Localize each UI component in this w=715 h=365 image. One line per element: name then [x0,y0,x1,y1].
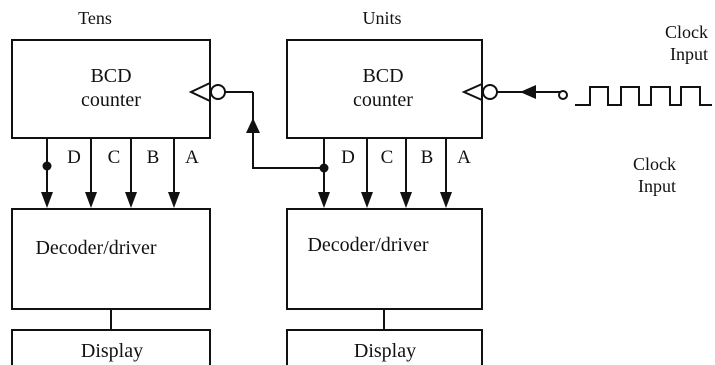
clock-input-side-line2: Input [638,176,676,196]
tens-counter-line2: counter [81,89,141,111]
tens-output-a-arrow-icon [168,192,180,208]
units-counter-line1: BCD [362,65,403,87]
units-counter-line2: counter [353,89,413,111]
tens-bcd-outputs: D C B A [41,138,199,208]
units-decoder-driver: Decoder/driver [286,208,483,310]
units-label: Units [362,8,401,28]
tens-bcd-counter: BCD counter [11,39,226,139]
tens-decoder-label: Decoder/driver [35,237,156,259]
units-display: Display [286,329,483,365]
tens-bit-label-a: A [185,147,199,168]
clock-input-line [497,85,568,100]
units-bcd-outputs: D C B A [318,138,471,208]
tens-label: Tens [78,8,112,28]
units-bit-label-b: B [421,147,434,168]
units-output-b-arrow-icon [400,192,412,208]
units-output-a-arrow-icon [440,192,452,208]
clock-input-terminal-icon [558,90,568,100]
tens-display-label: Display [81,340,143,362]
tens-clock-bubble-icon [210,84,226,100]
units-decoder-label: Decoder/driver [307,234,428,256]
tens-output-d-arrow-icon [41,192,53,208]
units-bit-label-d: D [341,147,355,168]
tens-display: Display [11,329,211,365]
units-output-d-arrow-icon [318,192,330,208]
tens-d-junction-icon [42,161,52,171]
units-bit-label-a: A [457,147,471,168]
units-bit-label-c: C [381,147,394,168]
clock-waveform-icon [575,86,712,106]
carry-arrow-icon [246,118,260,133]
tens-clock-triangle-icon [188,82,211,102]
tens-decoder-driver: Decoder/driver [11,208,211,310]
tens-bit-label-c: C [108,147,121,168]
tens-bit-label-b: B [147,147,160,168]
carry-feedback-wire [225,91,324,169]
units-d-junction-icon [319,163,329,173]
tens-output-c-arrow-icon [85,192,97,208]
clock-input-top-line1: Clock [665,22,708,42]
tens-counter-line1: BCD [90,65,131,87]
units-display-label: Display [354,340,416,362]
tens-bit-label-d: D [67,147,81,168]
clock-input-top-line2: Input [670,44,708,64]
units-bcd-counter: BCD counter [286,39,498,139]
units-output-c-arrow-icon [361,192,373,208]
clock-input-side-line1: Clock [633,154,676,174]
tens-output-b-arrow-icon [125,192,137,208]
units-clock-bubble-icon [482,84,498,100]
units-clock-triangle-icon [461,83,483,101]
clock-arrow-icon [520,85,536,99]
